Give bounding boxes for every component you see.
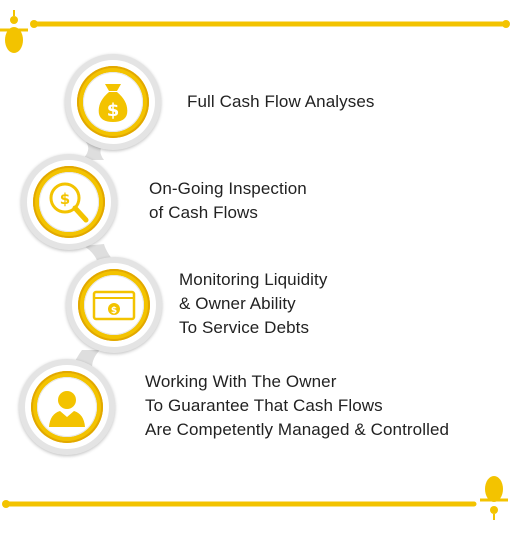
- top-left-ornament: [0, 10, 28, 53]
- card-dollar-icon: $: [92, 290, 136, 321]
- step-2-line-2: of Cash Flows: [149, 203, 259, 222]
- magnifier-dollar-icon: $: [49, 182, 89, 223]
- step-label-4: Working With The Owner To Guarantee That…: [145, 370, 449, 442]
- step-2-line-1: On-Going Inspection: [149, 179, 307, 198]
- money-bag-icon: $: [98, 84, 128, 122]
- step-4-line-1: Working With The Owner: [145, 372, 337, 391]
- step-circle-2: $: [21, 154, 117, 250]
- step-label-2: On-Going Inspection of Cash Flows: [149, 177, 307, 225]
- svg-text:$: $: [60, 190, 70, 208]
- step-4-line-2: To Guarantee That Cash Flows: [145, 396, 383, 415]
- step-circle-4: [19, 359, 115, 455]
- step-3-line-3: To Service Debts: [179, 318, 310, 337]
- step-circle-3: $: [66, 257, 162, 353]
- step-label-1: Full Cash Flow Analyses: [187, 90, 374, 114]
- step-1-line-1: Full Cash Flow Analyses: [187, 92, 375, 111]
- step-3-line-1: Monitoring Liquidity: [179, 270, 328, 289]
- person-icon: [49, 391, 85, 427]
- svg-text:$: $: [111, 306, 117, 316]
- step-circle-1: $: [65, 54, 161, 150]
- svg-text:$: $: [107, 100, 120, 121]
- step-label-3: Monitoring Liquidity & Owner Ability To …: [179, 268, 327, 340]
- step-4-line-3: Are Competently Managed & Controlled: [145, 420, 450, 439]
- bottom-right-ornament: [480, 476, 508, 520]
- step-3-line-2: & Owner Ability: [179, 294, 296, 313]
